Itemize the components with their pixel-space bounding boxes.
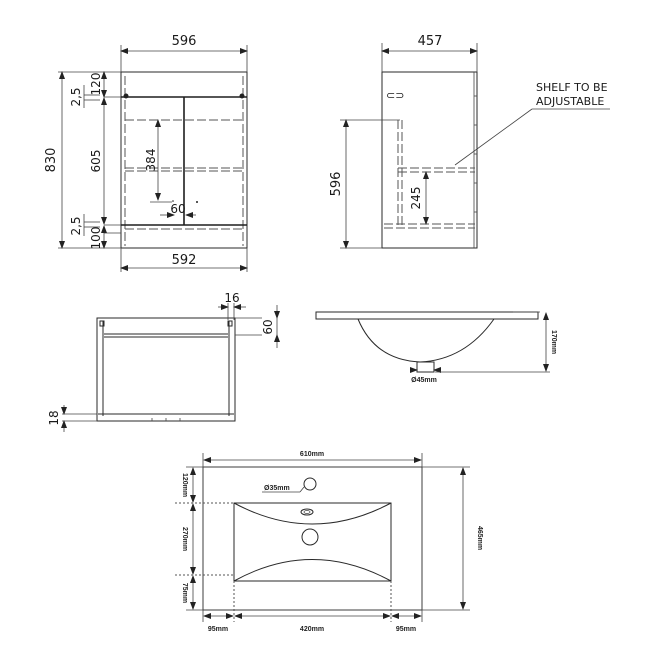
door-height-label: 605 [89, 150, 103, 173]
panel-thickness-label: 16 [224, 291, 239, 305]
rail-depth-label: 60 [261, 319, 275, 334]
basin-width-label: 610mm [300, 451, 324, 458]
top-view: 16 60 18 [47, 291, 280, 432]
shelf-note-line2: ADJUSTABLE [536, 95, 604, 108]
front-width-label: 596 [172, 34, 197, 49]
basin-depth-label: 465mm [476, 526, 483, 550]
plinth-label: 100 [89, 227, 103, 250]
top-rail-label: 120 [89, 73, 103, 96]
basin-section: 170mm Ø45mm [315, 311, 557, 384]
front-margin-label: 75mm [181, 583, 188, 603]
basin-height-label: 170mm [550, 330, 557, 354]
shelf-gap-label: 245 [409, 187, 423, 210]
hinge-icon: ⊂⊃ [386, 89, 404, 102]
bowl-depth-label: 270mm [181, 527, 188, 551]
side-view: ⊂⊃ 457 596 245 SHELF TO BE ADJUSTABLE [329, 34, 610, 249]
shelf-note-line1: SHELF TO BE [536, 81, 608, 94]
handle-offset-label: 60 [170, 202, 185, 216]
side-depth-label: 457 [418, 34, 443, 49]
rear-margin-label: 120mm [181, 473, 188, 497]
gap-bottom-label: 2,5 [69, 216, 83, 235]
bowl-width-label: 420mm [300, 626, 324, 633]
basin-plan: 610mm 465mm 120mm 270mm 75mm 95mm 420mm … [175, 451, 483, 633]
right-margin-label: 95mm [396, 626, 416, 633]
front-height-label: 830 [44, 148, 59, 173]
side-height-label: 596 [329, 172, 344, 197]
shelf-height-label: 384 [144, 149, 158, 172]
gap-top-label: 2,5 [69, 87, 83, 106]
tap-hole-label: Ø35mm [264, 485, 290, 492]
front-inner-width-label: 592 [172, 253, 197, 268]
front-view: 596 592 830 120 2,5 605 2,5 100 384 60 [44, 34, 248, 272]
base-thickness-label: 18 [47, 410, 61, 425]
waste-diameter-label: Ø45mm [411, 377, 437, 384]
left-margin-label: 95mm [208, 626, 228, 633]
